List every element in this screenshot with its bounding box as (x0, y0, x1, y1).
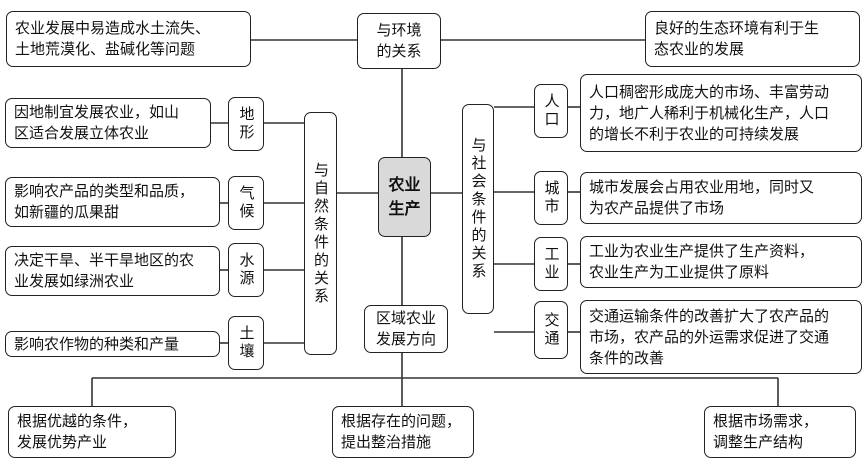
natural-effect-terrain: 因地制宜发展农业，如山 区适合发展立体农业 (5, 98, 211, 148)
natural-effect-climate: 影响农产品的类型和品质， 如新疆的瓜果甜 (5, 177, 220, 227)
natural-factor-water: 水源 (228, 243, 264, 297)
social-factor-population: 人口 (534, 84, 568, 138)
natural-effect-water: 决定干旱、半干旱地区的农 业发展如绿洲农业 (5, 246, 220, 296)
env-title-box: 与环境 的关系 (357, 13, 441, 69)
social-effect-transport: 交通运输条件的改善扩大了农产品的 市场，农产品的外运需求促进了交通 条件的改善 (580, 300, 862, 374)
social-factor-transport: 交通 (534, 301, 568, 359)
direction-problems-box: 根据存在的问题， 提出整治措施 (332, 406, 474, 458)
natural-title-box: 与自然条件的关系 (304, 112, 337, 355)
social-effect-industry: 工业为农业生产提供了生产资料， 农业生产为工业提供了原料 (580, 236, 862, 288)
social-effect-city: 城市发展会占用农业用地，同时又 为农产品提供了市场 (580, 172, 862, 224)
social-title-box: 与社会条件的关系 (462, 104, 494, 314)
natural-effect-soil: 影响农作物的种类和产量 (5, 331, 220, 357)
social-effect-population: 人口稠密形成庞大的市场、丰富劳动 力，地广人稀利于机械化生产，人口 的增长不利于… (580, 74, 862, 152)
natural-factor-terrain: 地形 (228, 97, 264, 151)
natural-factor-soil: 土壤 (228, 316, 264, 370)
social-factor-city: 城市 (534, 171, 568, 225)
social-factor-industry: 工业 (534, 237, 568, 291)
env-left-box: 农业发展中易造成水土流失、 土地荒漠化、盐碱化等问题 (6, 11, 251, 67)
direction-market-box: 根据市场需求， 调整生产结构 (704, 406, 856, 458)
env-right-box: 良好的生态环境有利于生 态农业的发展 (645, 11, 860, 67)
core-agriculture-box: 农业 生产 (378, 157, 431, 237)
direction-title-box: 区域农业 发展方向 (364, 305, 448, 353)
direction-advantages-box: 根据优越的条件， 发展优势产业 (8, 406, 176, 458)
natural-factor-climate: 气候 (228, 176, 264, 230)
